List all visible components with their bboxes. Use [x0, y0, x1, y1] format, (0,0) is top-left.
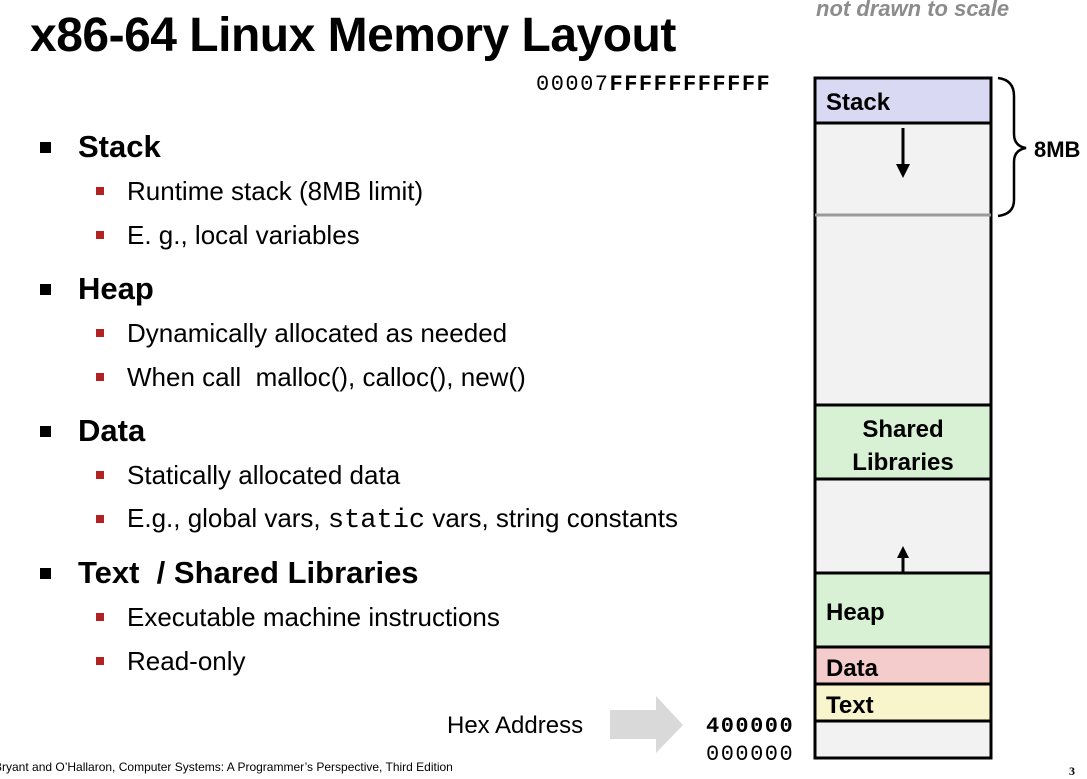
bullet-text: When call malloc(), calloc(), new() [127, 361, 526, 392]
sub-bullet-icon [96, 329, 104, 337]
data-label: Data [826, 655, 879, 682]
top-address: 00007FFFFFFFFFFF [536, 72, 772, 97]
hex-address-label: Hex Address [447, 712, 584, 739]
sub-bullet-icon [96, 657, 104, 665]
bullet-text: E. g., local variables [127, 219, 360, 250]
code-keyword: static [327, 505, 426, 536]
arrow-up-icon [897, 546, 909, 573]
stack-segment [813, 76, 993, 125]
bullet-text: Runtime stack (8MB limit) [127, 175, 424, 206]
page-title: x86-64 Linux Memory Layout [30, 9, 676, 62]
empty-region [813, 719, 993, 760]
shared-libraries-label: Shared [862, 416, 943, 443]
bullet-square-icon [40, 425, 51, 437]
bullet-text: Executable machine instructions [127, 601, 500, 632]
section-heading: Stack [78, 129, 161, 164]
bullet-text: E.g., global vars, static vars, string c… [127, 502, 678, 536]
scale-note: not drawn to scale [816, 0, 1010, 21]
section-heading: Data [78, 413, 146, 448]
data-segment [813, 645, 993, 686]
bullet-square-icon [40, 141, 51, 153]
sub-bullet-icon [96, 187, 104, 195]
unmapped-region [813, 213, 993, 407]
section-data: Data Statically allocated data E.g., glo… [36, 409, 766, 541]
text-label: Text [826, 692, 874, 719]
text-address: 400000 [706, 714, 795, 739]
section-heap: Heap Dynamically allocated as needed Whe… [36, 267, 766, 399]
bullet-text: Statically allocated data [127, 459, 401, 490]
section-heading: Text / Shared Libraries [78, 555, 419, 590]
stack-label: Stack [826, 89, 891, 116]
brace-icon [997, 76, 1027, 218]
bullet-square-icon [40, 283, 51, 295]
sub-bullet-icon [96, 515, 104, 523]
arrow-right-icon [610, 696, 683, 753]
section-stack: Stack Runtime stack (8MB limit) E. g., l… [36, 125, 766, 257]
bullet-square-icon [40, 567, 51, 579]
footer-citation: Bryant and O’Hallaron, Computer Systems:… [0, 760, 453, 774]
heap-label: Heap [826, 599, 885, 626]
bottom-address: 000000 [706, 742, 795, 767]
section-heading: Heap [78, 271, 154, 306]
shared-libraries-label: Libraries [852, 449, 953, 476]
bullet-text: Read-only [127, 645, 246, 676]
bullet-text: Dynamically allocated as needed [127, 317, 508, 348]
sub-bullet-icon [96, 231, 104, 239]
sub-bullet-icon [96, 613, 104, 621]
size-label: 8MB [1034, 137, 1080, 162]
sub-bullet-icon [96, 471, 104, 479]
page-number: 3 [1069, 764, 1075, 778]
arrow-down-icon [896, 128, 910, 178]
bullet-list: Stack Runtime stack (8MB limit) E. g., l… [36, 125, 766, 683]
sub-bullet-icon [96, 373, 104, 381]
section-text: Text / Shared Libraries Executable machi… [36, 551, 766, 683]
